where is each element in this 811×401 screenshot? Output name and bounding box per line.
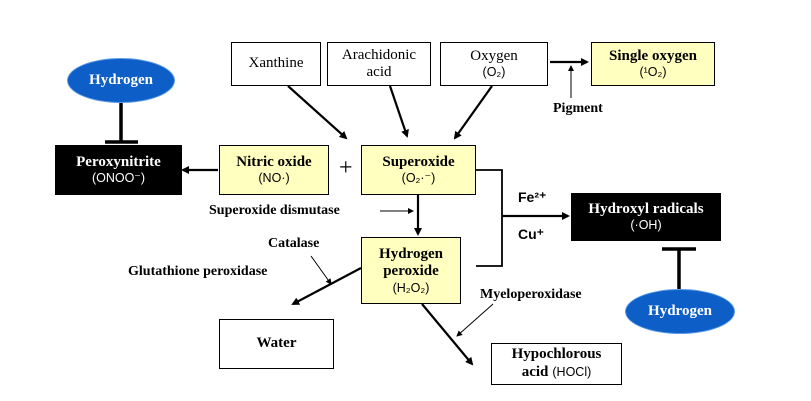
single-oxygen-box: Single oxygen (¹O₂) <box>591 42 715 86</box>
hydroxyl-radicals-box: Hydroxyl radicals (·OH) <box>571 193 721 241</box>
nitric-oxide-label: Nitric oxide <box>236 154 312 171</box>
superoxide-formula: (O₂·⁻) <box>401 171 436 186</box>
hydroxyl-radicals-label: Hydroxyl radicals <box>588 201 704 218</box>
xanthine-label: Xanthine <box>248 55 304 72</box>
single-oxygen-formula: (¹O₂) <box>639 65 667 80</box>
oxygen-label: Oxygen <box>470 48 518 65</box>
hydrogen-peroxide-box: Hydrogen peroxide (H₂O₂) <box>361 237 461 304</box>
hydrogen-bottom-ellipse: Hydrogen <box>625 289 735 334</box>
superoxide-label: Superoxide <box>382 154 455 171</box>
catalase-label: Catalase <box>268 236 320 251</box>
single-oxygen-label: Single oxygen <box>609 48 697 65</box>
hypochlorous-acid-box: Hypochlorous acid (HOCl) <box>491 343 622 385</box>
arachidonic-acid-line2: acid <box>366 64 392 80</box>
hypochlorous-acid-formula: (HOCl) <box>552 365 592 380</box>
peroxynitrite-label: Peroxynitrite <box>76 154 161 171</box>
hypochlorous-acid-line1: Hypochlorous <box>511 346 602 363</box>
pigment-label: Pigment <box>553 101 603 116</box>
peroxynitrite-formula: (ONOO⁻) <box>91 171 146 186</box>
oxygen-formula: (O₂) <box>482 65 506 80</box>
glutathione-peroxidase-label: Glutathione peroxidase <box>128 264 268 279</box>
water-box: Water <box>219 319 334 369</box>
hydroxyl-radicals-formula: (·OH) <box>630 218 662 233</box>
hydrogen-peroxide-line2: peroxide <box>383 263 439 280</box>
superoxide-box: Superoxide (O₂·⁻) <box>361 145 476 195</box>
superoxide-dismutase-label: Superoxide dismutase <box>209 203 340 218</box>
arachidonic-acid-box: Arachidonic acid <box>327 42 431 86</box>
cu-label: Cu⁺ <box>518 226 545 242</box>
peroxynitrite-box: Peroxynitrite (ONOO⁻) <box>55 145 182 195</box>
nitric-oxide-formula: (NO·) <box>258 171 290 186</box>
hypochlorous-acid-line2: acid <box>521 364 549 381</box>
myeloperoxidase-label: Myeloperoxidase <box>480 287 582 302</box>
hydrogen-peroxide-line1: Hydrogen <box>379 246 443 263</box>
nitric-oxide-box: Nitric oxide (NO·) <box>219 145 329 195</box>
hydrogen-peroxide-formula: (H₂O₂) <box>392 280 430 295</box>
water-label: Water <box>256 335 297 352</box>
xanthine-box: Xanthine <box>231 42 321 86</box>
arachidonic-acid-line1: Arachidonic <box>341 46 417 63</box>
fe-label: Fe²⁺ <box>518 189 547 205</box>
hydrogen-top-ellipse: Hydrogen <box>67 58 175 103</box>
oxygen-box: Oxygen (O₂) <box>440 42 548 86</box>
plus-sign: + <box>339 155 353 181</box>
